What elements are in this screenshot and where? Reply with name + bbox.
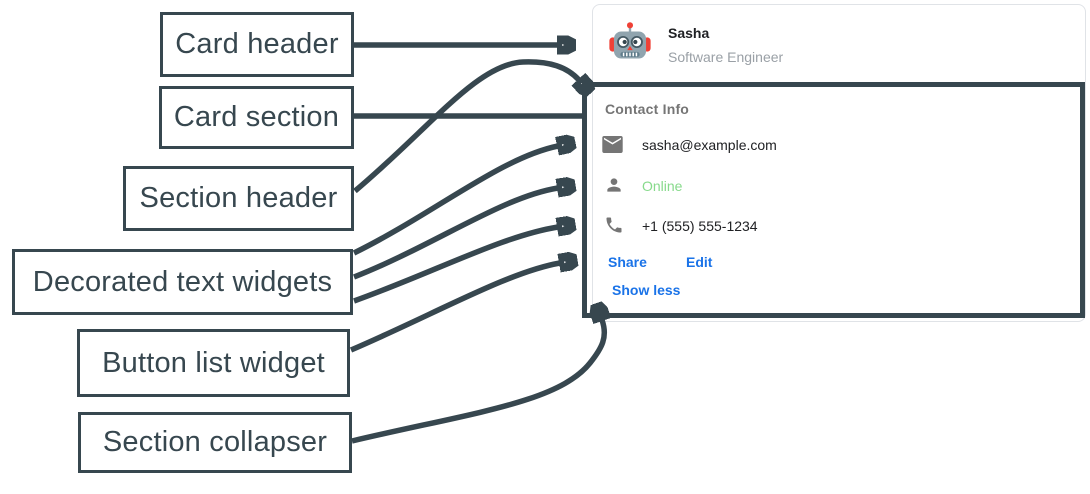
annotation-card-section: Card section — [159, 86, 354, 149]
person-icon — [607, 178, 621, 192]
arrow-section-header — [353, 59, 579, 194]
share-button[interactable]: Share — [608, 254, 647, 270]
section-header-title: Contact Info — [605, 101, 690, 117]
annotation-section-header: Section header — [123, 166, 354, 231]
annotation-label: Button list widget — [102, 346, 325, 379]
annotation-label: Section header — [139, 182, 338, 214]
arrow-decorated-text-3 — [353, 227, 558, 304]
card-section-outline — [582, 82, 1085, 318]
annotation-label: Card section — [173, 101, 340, 133]
annotation-button-list-widget: Button list widget — [77, 329, 350, 397]
annotation-card-header: Card header — [160, 12, 354, 77]
robot-avatar-icon — [609, 22, 651, 59]
show-less-button[interactable]: Show less — [612, 282, 681, 298]
email-text: sasha@example.com — [642, 137, 777, 153]
arrow-button-list — [349, 263, 560, 353]
email-icon — [602, 136, 623, 153]
annotation-label: Decorated text widgets — [32, 265, 333, 298]
status-text: Online — [642, 178, 683, 194]
contact-card — [592, 4, 1086, 322]
annotation-decorated-text-widgets: Decorated text widgets — [12, 249, 353, 315]
card-header-name: Sasha — [668, 25, 710, 41]
arrow-section-collapser — [351, 320, 604, 444]
annotation-label: Card header — [175, 28, 339, 60]
annotation-section-collapser: Section collapser — [78, 412, 352, 473]
arrow-decorated-text-2 — [352, 188, 558, 280]
phone-icon — [606, 217, 622, 233]
arrow-decorated-text-1 — [352, 146, 558, 256]
edit-button[interactable]: Edit — [686, 254, 713, 270]
card-header-subtitle: Software Engineer — [668, 49, 784, 65]
phone-text: +1 (555) 555-1234 — [642, 218, 758, 234]
annotation-label: Section collapser — [102, 426, 328, 458]
